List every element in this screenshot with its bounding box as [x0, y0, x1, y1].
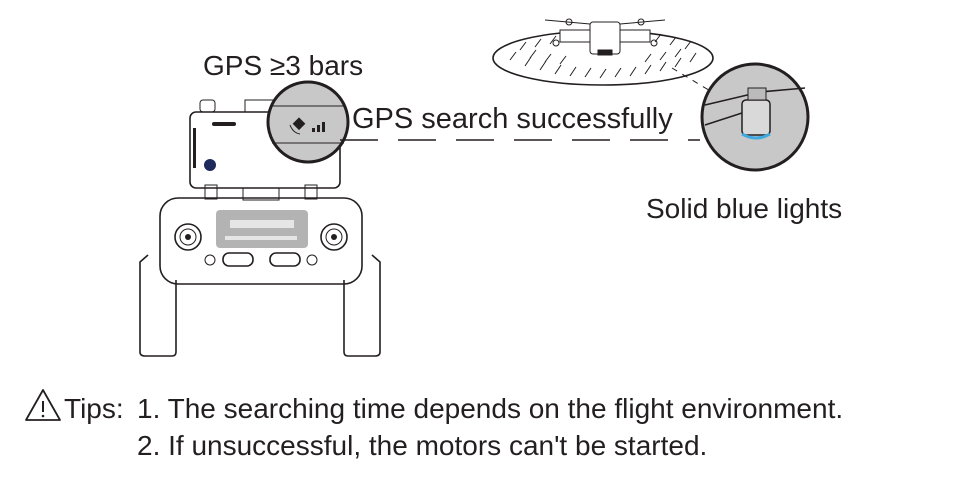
left-stick — [174, 223, 202, 251]
tips-prefix: Tips: — [64, 393, 124, 424]
warning-triangle-icon — [25, 389, 61, 421]
motor-zoom — [700, 62, 810, 172]
right-stick — [320, 223, 348, 251]
tip-item-1: 1. The searching time depends on the fli… — [137, 393, 843, 424]
left-grip — [139, 254, 177, 357]
remote-controller — [139, 184, 381, 357]
tip-item-2: 2. If unsuccessful, the motors can't be … — [137, 430, 707, 461]
drone-illustration — [492, 18, 714, 93]
shadow-hatching — [509, 31, 697, 79]
blue-light — [741, 132, 771, 140]
right-grip — [343, 254, 381, 357]
lcd-screen — [216, 210, 308, 248]
gps-search-label: GPS search successfully — [352, 103, 673, 135]
blue-lights-label: Solid blue lights — [646, 193, 842, 224]
gps-zoom — [266, 80, 350, 164]
phone — [189, 99, 341, 189]
leader-line — [671, 67, 713, 93]
signal-bars-icon — [312, 122, 325, 132]
drone — [544, 18, 666, 56]
satellite-icon — [289, 117, 306, 135]
gps-bars-label: GPS ≥3 bars — [203, 50, 363, 81]
controller-body — [159, 197, 363, 285]
